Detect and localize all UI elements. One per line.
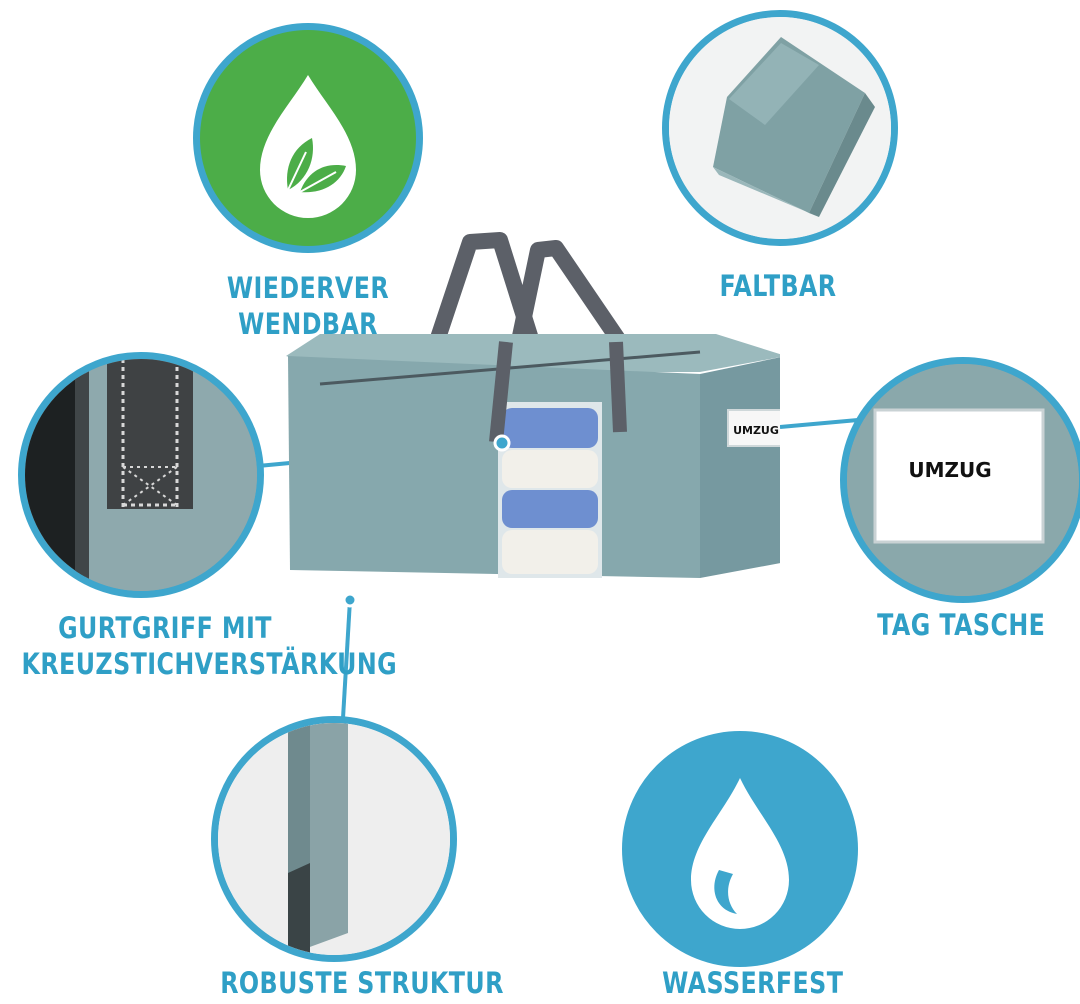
waterproof-circle (622, 731, 858, 967)
storage-bag-image (286, 232, 780, 608)
handle-closeup-image (25, 359, 257, 591)
connector-tag (779, 418, 859, 429)
sturdy-label: ROBUSTE STRUKTUR (220, 966, 504, 1000)
connector-sturdy (340, 599, 352, 736)
bag-tag-text: UMZUG (733, 424, 779, 437)
leaf-drop-icon (260, 75, 356, 218)
foldable-label: FALTBAR (719, 269, 837, 303)
sturdy-material-image (218, 723, 450, 955)
handle-label: GURTGRIFF MIT KREUZSTICHVERSTÄRKUNG (21, 611, 398, 681)
reusable-circle (193, 23, 423, 253)
tag-card-text: UMZUG (908, 458, 992, 482)
water-drop-icon (691, 778, 789, 929)
foldable-circle (662, 10, 898, 246)
handle-circle (18, 352, 264, 598)
waterproof-label: WASSERFEST (662, 966, 844, 1000)
sturdy-circle (211, 716, 457, 962)
tag-circle (840, 357, 1080, 603)
tag-pocket-image (847, 364, 1079, 596)
tag-label: TAG TASCHE (877, 608, 1046, 642)
folded-bag-image (669, 17, 891, 239)
